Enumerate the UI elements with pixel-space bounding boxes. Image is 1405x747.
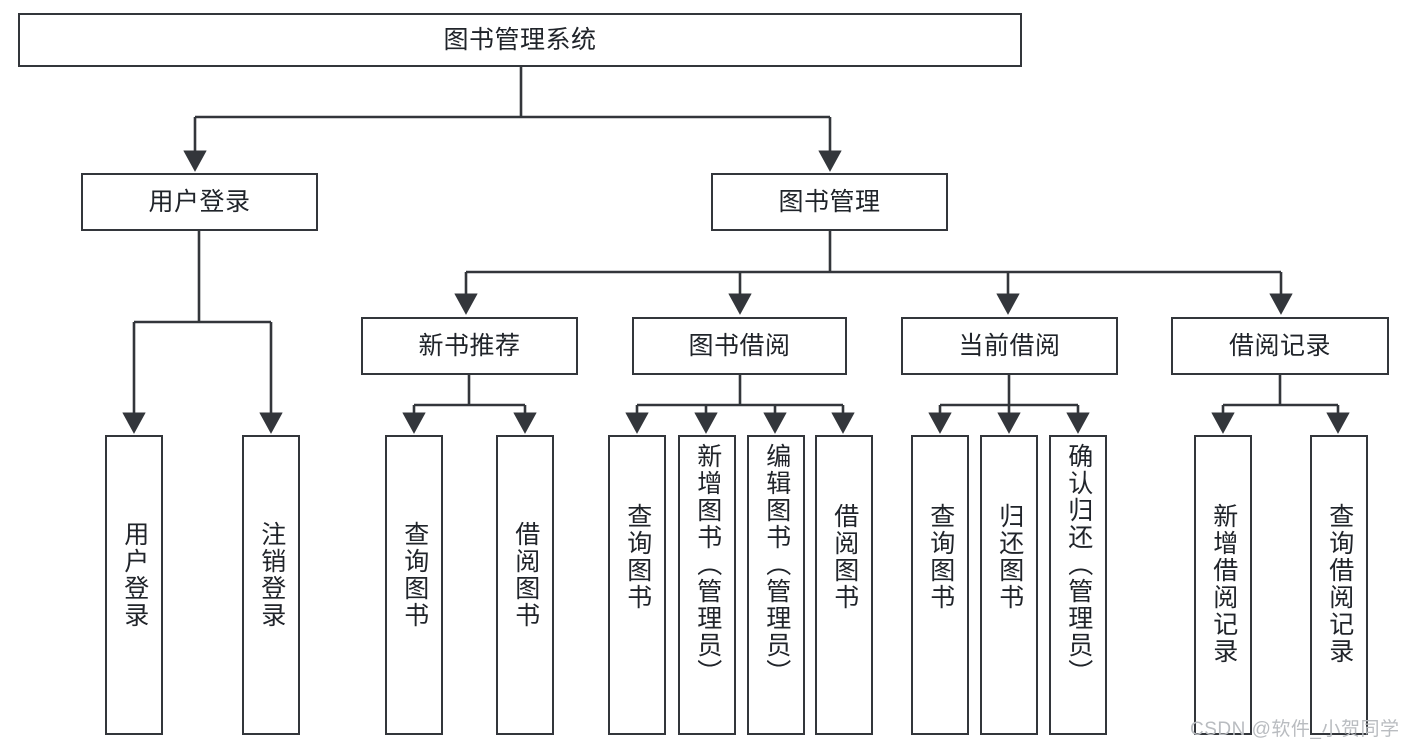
leaf-query-borrow-record-label: 查询借阅记录 [1325,503,1354,665]
leaf-query-book-nb[interactable]: 查询图书 [385,435,443,735]
leaf-borrow-book-nb[interactable]: 借阅图书 [496,435,554,735]
leaf-query-borrow-record[interactable]: 查询借阅记录 [1310,435,1368,735]
leaf-query-book-bb-label: 查询图书 [623,503,652,611]
node-book-borrow[interactable]: 图书借阅 [632,317,847,375]
node-book-management[interactable]: 图书管理 [711,173,948,231]
leaf-confirm-return-label: 确认归还（管理员） [1064,443,1093,686]
leaf-query-book-cb-label: 查询图书 [926,503,955,611]
leaf-borrow-book-bb-label: 借阅图书 [830,503,859,611]
node-book-borrow-label: 图书借阅 [688,331,791,360]
node-borrow-record[interactable]: 借阅记录 [1171,317,1389,375]
node-user-login-label: 用户登录 [148,187,251,216]
leaf-logout-label: 注销登录 [257,521,286,629]
leaf-query-book-nb-label: 查询图书 [400,521,429,629]
leaf-return-book[interactable]: 归还图书 [980,435,1038,735]
leaf-logout[interactable]: 注销登录 [242,435,300,735]
leaf-add-book-label: 新增图书（管理员） [693,443,722,686]
leaf-edit-book-label: 编辑图书（管理员） [762,443,791,686]
watermark: CSDN @软件_小贺同学 [1190,719,1400,740]
leaf-user-login[interactable]: 用户登录 [105,435,163,735]
leaf-add-borrow-record[interactable]: 新增借阅记录 [1194,435,1252,735]
leaf-borrow-book-nb-label: 借阅图书 [511,521,540,629]
leaf-add-book[interactable]: 新增图书（管理员） [678,435,736,735]
node-book-management-label: 图书管理 [778,187,881,216]
leaf-query-book-cb[interactable]: 查询图书 [911,435,969,735]
leaf-add-borrow-record-label: 新增借阅记录 [1209,503,1238,665]
node-root-label: 图书管理系统 [443,25,597,54]
leaf-user-login-label: 用户登录 [120,521,149,629]
node-root[interactable]: 图书管理系统 [18,13,1022,67]
node-borrow-record-label: 借阅记录 [1228,331,1331,360]
leaf-return-book-label: 归还图书 [995,503,1024,611]
leaf-borrow-book-bb[interactable]: 借阅图书 [815,435,873,735]
node-user-login[interactable]: 用户登录 [81,173,318,231]
node-new-book-recommend[interactable]: 新书推荐 [361,317,578,375]
node-new-book-recommend-label: 新书推荐 [418,331,521,360]
node-current-borrow-label: 当前借阅 [958,331,1061,360]
leaf-confirm-return[interactable]: 确认归还（管理员） [1049,435,1107,735]
leaf-edit-book[interactable]: 编辑图书（管理员） [747,435,805,735]
leaf-query-book-bb[interactable]: 查询图书 [608,435,666,735]
node-current-borrow[interactable]: 当前借阅 [901,317,1118,375]
